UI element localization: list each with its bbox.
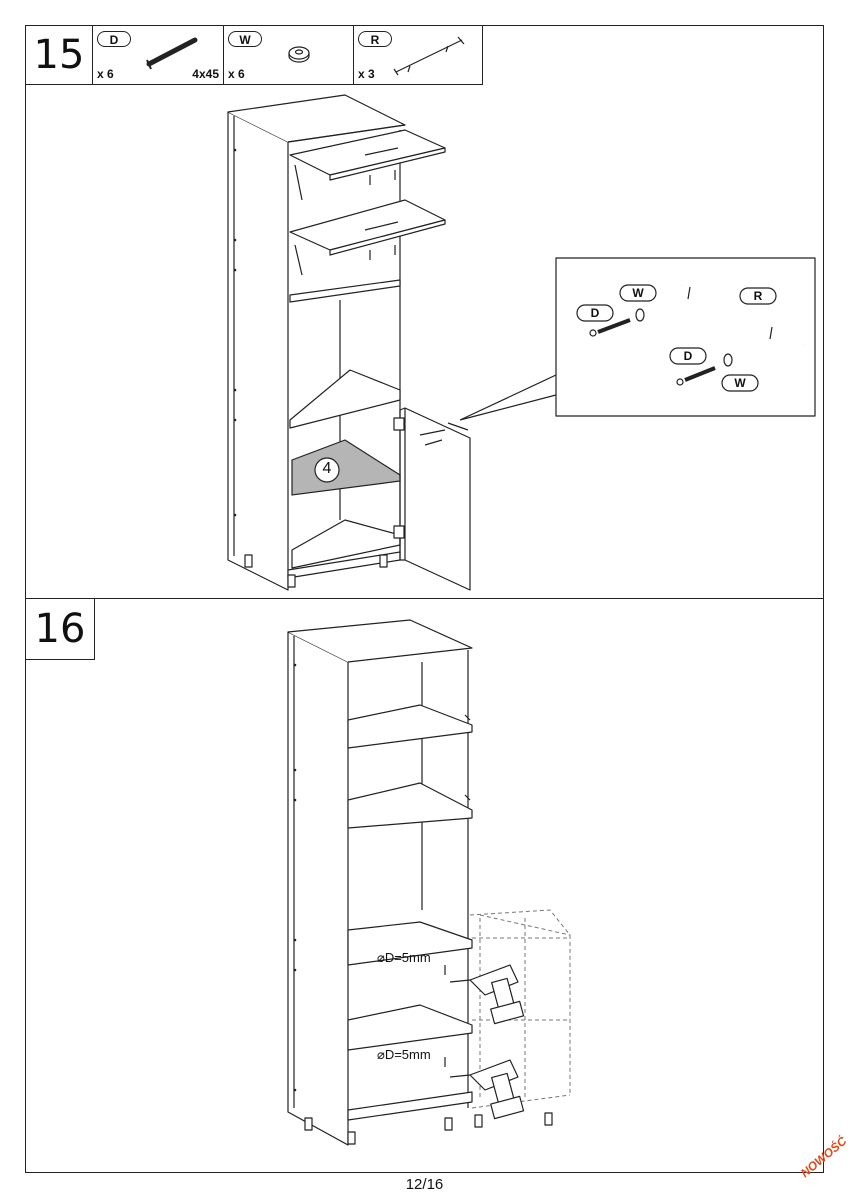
cabinet-open-door-drawing xyxy=(227,94,471,591)
handle-detail-callout xyxy=(459,257,816,421)
part-d: D x 6 4x45 xyxy=(93,26,224,84)
handle-icon xyxy=(393,36,465,76)
handle-icon xyxy=(680,282,807,348)
cabinet-drilling-drawing xyxy=(287,619,571,1146)
page-number: 12/16 xyxy=(405,1176,444,1193)
detail-label-w1: W xyxy=(632,286,644,300)
part-r-qty: x 3 xyxy=(358,67,375,81)
washer-icon xyxy=(635,308,645,322)
part-d-size: 4x45 xyxy=(192,67,219,81)
part-w-label: W xyxy=(228,31,262,47)
step-16-number: 16 xyxy=(25,598,95,660)
drill-diameter-label-lower: ⌀D=5mm xyxy=(377,1047,431,1062)
step-divider xyxy=(25,598,824,599)
washer-icon xyxy=(288,46,310,63)
screw-icon xyxy=(589,318,631,337)
detail-label-d2: D xyxy=(683,349,693,363)
hinge-icon xyxy=(393,417,405,539)
drill-diameter-label-upper: ⌀D=5mm xyxy=(377,950,431,965)
leg-icon xyxy=(244,554,388,588)
shelf-callout-number: 4 xyxy=(322,460,332,477)
leg-icon xyxy=(304,1112,553,1145)
part-w-qty: x 6 xyxy=(228,67,245,81)
detail-label-d1: D xyxy=(590,306,600,320)
part-d-qty: x 6 xyxy=(97,67,114,81)
step-15-number: 15 xyxy=(25,25,93,85)
detail-label-r: R xyxy=(753,289,763,303)
parts-list: D x 6 4x45 W x 6 R x 3 xyxy=(93,25,483,85)
detail-label-w2: W xyxy=(734,376,746,390)
part-w: W x 6 xyxy=(224,26,354,84)
drill-icon xyxy=(449,964,525,1025)
part-r: R x 3 xyxy=(354,26,482,84)
drill-icon xyxy=(449,1059,525,1120)
screw-icon xyxy=(676,366,716,386)
washer-icon xyxy=(723,353,733,367)
part-r-label: R xyxy=(358,31,392,47)
screw-icon xyxy=(146,37,198,70)
part-d-label: D xyxy=(97,31,131,47)
